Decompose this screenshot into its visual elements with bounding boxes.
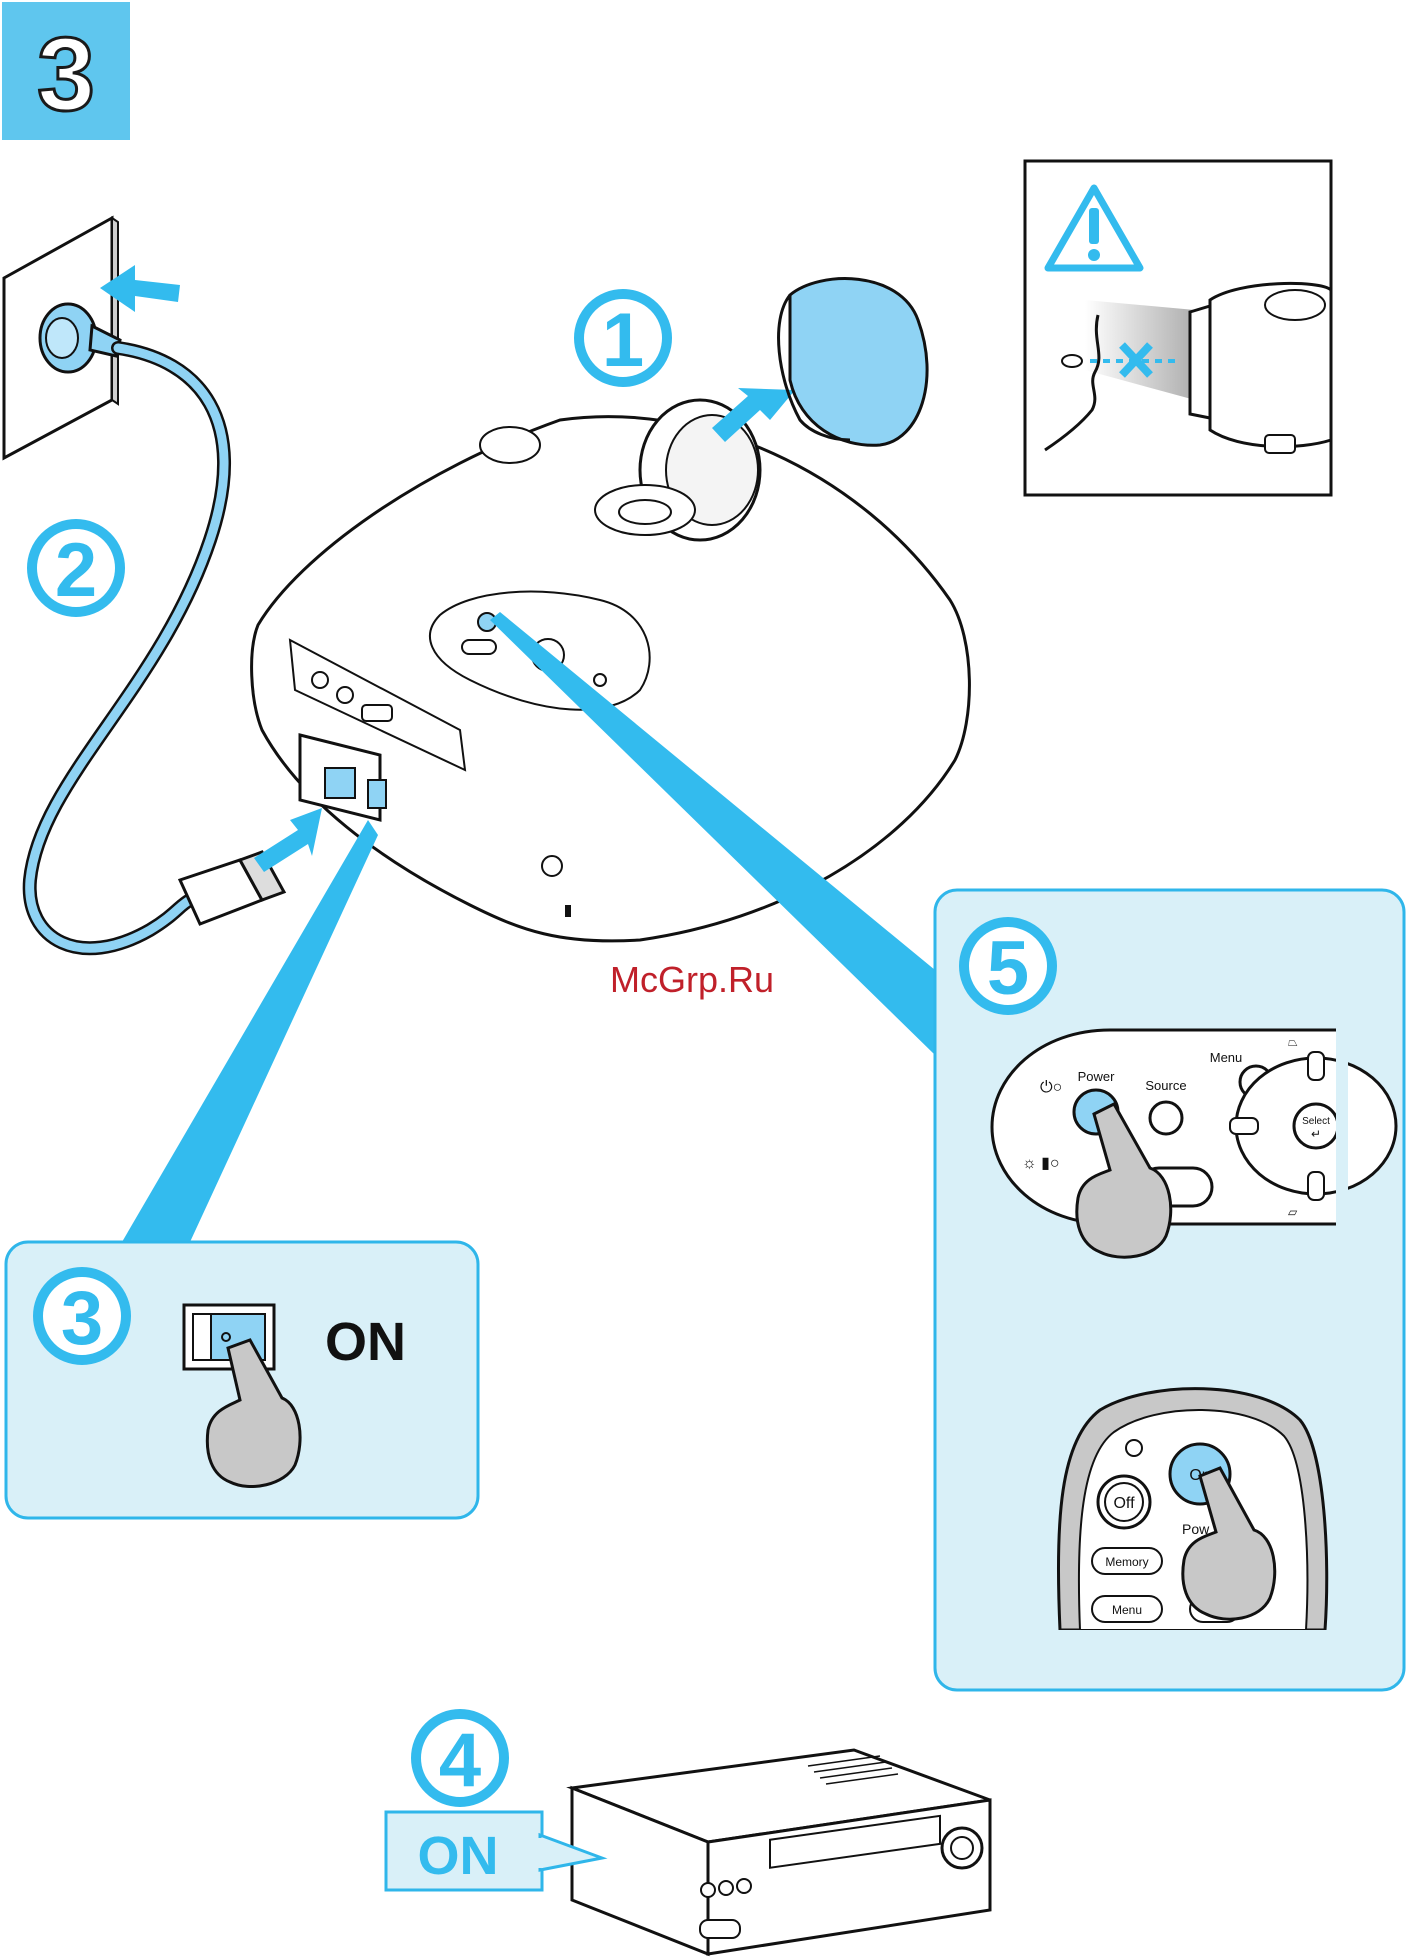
dpad-up-icon[interactable] bbox=[1308, 1052, 1324, 1080]
power-panel: 5 ⏻○ ☼ ▮○ Power Source Menu Select ↵ ⏢ bbox=[935, 890, 1404, 1690]
control-select-label: Select bbox=[1302, 1116, 1330, 1127]
dpad-down-icon[interactable] bbox=[1308, 1172, 1324, 1200]
remote-menu-label: Menu bbox=[1112, 1603, 1142, 1617]
power-standby-icon: ⏻○ bbox=[1040, 1079, 1062, 1096]
step-badge: 3 bbox=[2, 2, 130, 140]
step-1-marker: 1 bbox=[579, 294, 667, 383]
step-4-marker: 4 bbox=[416, 1714, 504, 1803]
step-3-number: 3 bbox=[61, 1276, 103, 1361]
step-badge-number: 3 bbox=[37, 17, 95, 133]
control-source-label: Source bbox=[1145, 1078, 1186, 1093]
remote-memory-label: Memory bbox=[1105, 1555, 1148, 1569]
source-on-callout: ON bbox=[386, 1812, 602, 1890]
control-menu-label: Menu bbox=[1210, 1050, 1243, 1065]
warning-box bbox=[1025, 161, 1331, 495]
lens-cap bbox=[779, 279, 928, 446]
switch-state-label: ON bbox=[325, 1312, 406, 1372]
lamp-temp-indicator-icon: ☼ ▮○ bbox=[1022, 1155, 1060, 1172]
video-deck bbox=[572, 1750, 990, 1954]
step-2-number: 2 bbox=[55, 528, 97, 613]
arrow-to-inlet-icon bbox=[254, 808, 322, 872]
keystone-up-icon: ⏢ bbox=[1288, 1035, 1298, 1049]
step-4-number: 4 bbox=[439, 1718, 481, 1803]
enter-icon: ↵ bbox=[1311, 1127, 1321, 1141]
control-power-label: Power bbox=[1078, 1069, 1116, 1084]
keystone-down-icon: ⏥ bbox=[1288, 1205, 1298, 1219]
step-5-marker: 5 bbox=[964, 922, 1052, 1011]
switch-panel: 3 ON bbox=[6, 1242, 478, 1518]
step-2-marker: 2 bbox=[32, 524, 120, 613]
control-source-button[interactable] bbox=[1150, 1102, 1182, 1134]
remote-closeup: Off On Pow Memory Menu bbox=[1058, 1389, 1338, 1642]
dpad-left-icon[interactable] bbox=[1230, 1118, 1258, 1134]
remote-off-label: Off bbox=[1113, 1495, 1135, 1512]
step-5-number: 5 bbox=[987, 926, 1029, 1011]
watermark: McGrp.Ru bbox=[610, 959, 774, 1000]
step-1-number: 1 bbox=[602, 298, 644, 383]
source-on-label: ON bbox=[418, 1826, 499, 1886]
power-cord bbox=[30, 348, 224, 948]
remote-indicator-icon bbox=[1126, 1440, 1142, 1456]
step-3-marker: 3 bbox=[38, 1272, 126, 1361]
